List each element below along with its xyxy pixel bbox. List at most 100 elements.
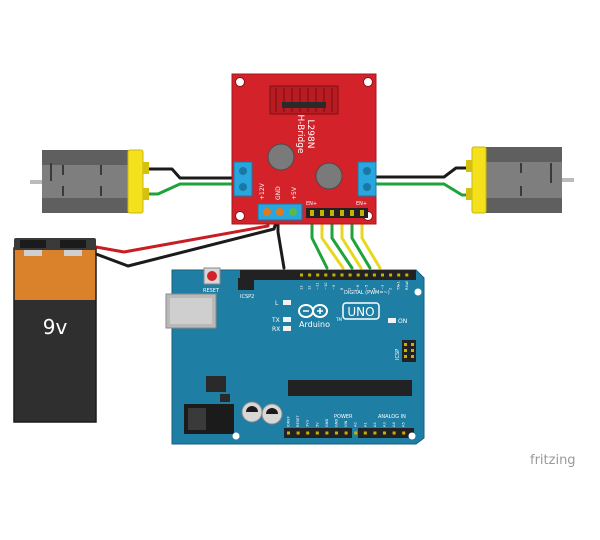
- arduino-digital-pin: [308, 273, 312, 277]
- arduino-bottom-pin-label: GND: [335, 419, 339, 427]
- arduino-icsp2-label: ICSP2: [240, 294, 254, 300]
- control-wire-in4: [350, 216, 372, 270]
- arduino-digital-pin: [364, 273, 368, 277]
- arduino-logo-text: Arduino: [299, 320, 330, 329]
- right-motor-wire-black: [374, 166, 480, 179]
- right-motor-wire-green: [374, 182, 480, 197]
- arduino-bottom-pin-label: VIN: [344, 420, 348, 427]
- arduino-reset-button[interactable]: [203, 267, 221, 285]
- arduino-led-tx: [283, 317, 291, 322]
- arduino-bottom-pin: [315, 431, 319, 435]
- arduino-digital-pin-label: 7: [348, 288, 352, 290]
- left-motor-wire-green: [144, 182, 238, 196]
- driver-chip-label-line1: L298N: [305, 120, 315, 149]
- nine-volt-battery: 9v: [13, 238, 97, 423]
- arduino-digital-pin: [356, 273, 360, 277]
- arduino-digital-pin: [340, 273, 344, 277]
- arduino-icsp2-header: [238, 278, 254, 290]
- arduino-bottom-pin-label: A0: [354, 422, 358, 427]
- arduino-digital-pin-label: 13: [300, 285, 304, 290]
- arduino-digital-pin-label: 2: [389, 288, 393, 290]
- arduino-bottom-pin: [373, 431, 377, 435]
- arduino-led-l-label: L: [275, 300, 279, 307]
- arduino-bottom-pin: [383, 431, 386, 435]
- arduino-digital-pin-label: ~10: [324, 282, 328, 290]
- arduino-digital-label: DIGITAL (PWM=~): [344, 290, 390, 296]
- arduino-bottom-pin-label: 5V: [315, 422, 319, 427]
- arduino-digital-pin: [372, 273, 376, 277]
- arduino-digital-pin-label: ~3: [381, 285, 385, 290]
- control-wire-ena: [310, 216, 329, 270]
- arduino-digital-pin-label: RX◂0: [405, 280, 409, 290]
- arduino-digital-pin-label: 12: [308, 285, 312, 290]
- arduino-led-rx: [283, 326, 291, 331]
- driver-motor-a-terminal: [233, 161, 253, 197]
- arduino-bottom-pin-label: A1: [363, 422, 367, 427]
- arduino-on-label: ON: [398, 318, 407, 325]
- driver-label-gnd: GND: [275, 186, 282, 200]
- control-wire-in2: [330, 216, 354, 270]
- arduino-voltage-regulator: [206, 376, 226, 392]
- arduino-digital-pin: [324, 273, 328, 277]
- arduino-digital-pin: [332, 273, 336, 277]
- arduino-bottom-pin-label: A4: [392, 422, 396, 427]
- control-wire-enb: [360, 216, 382, 270]
- arduino-digital-pin: [348, 273, 352, 277]
- arduino-tm-text: TM: [335, 317, 342, 322]
- driver-chip-label-line2: H-Bridge: [295, 114, 305, 153]
- control-wire-in3: [340, 216, 363, 270]
- arduino-icsp-label: ICSP: [395, 349, 401, 360]
- arduino-bottom-pin: [402, 431, 406, 435]
- l298n-driver-board: L298N H-Bridge +12V GND +5V: [231, 73, 377, 225]
- arduino-bottom-pin-label: IOREF: [287, 416, 291, 427]
- arduino-power-label: POWER: [334, 414, 353, 420]
- driver-label-ena: EN+: [306, 201, 317, 207]
- arduino-logo-icon: [298, 304, 328, 318]
- arduino-digital-pin-label: TX▸1: [397, 281, 401, 291]
- driver-label-enb: EN+: [356, 201, 367, 207]
- driver-label-5v: +5V: [291, 186, 298, 200]
- arduino-microcontroller-chip: [288, 380, 412, 396]
- arduino-analog-label: ANALOG IN: [378, 414, 406, 420]
- fritzing-watermark: fritzing: [530, 453, 576, 468]
- arduino-digital-pin-label: ~6: [356, 284, 360, 290]
- arduino-digital-pin-label: 8: [340, 287, 344, 290]
- arduino-bottom-pin-label: RESET: [296, 415, 300, 427]
- arduino-reset-label: RESET: [203, 288, 220, 294]
- arduino-bottom-pin: [335, 431, 338, 435]
- arduino-digital-pin-label: 4: [372, 287, 376, 290]
- arduino-bottom-pin-label: A3: [383, 422, 387, 427]
- left-dc-motor: [30, 149, 149, 214]
- arduino-bottom-pin: [392, 431, 396, 435]
- arduino-led-l: [283, 300, 291, 305]
- arduino-bottom-pin-label: 3V3: [306, 420, 310, 427]
- driver-power-terminal: [257, 203, 303, 221]
- arduino-bottom-pin: [287, 431, 290, 435]
- arduino-bottom-pin: [325, 431, 329, 435]
- driver-control-header: [306, 208, 368, 218]
- arduino-bottom-pin: [344, 431, 348, 435]
- arduino-bottom-pin-label: A5: [402, 422, 406, 427]
- arduino-led-on: [388, 318, 396, 323]
- arduino-bottom-pin: [363, 431, 367, 435]
- arduino-bottom-pin: [354, 431, 358, 435]
- arduino-uno-badge: [342, 302, 380, 320]
- arduino-bottom-pin-label: A2: [373, 422, 377, 427]
- arduino-digital-pin: [389, 273, 393, 277]
- driver-motor-b-terminal: [357, 161, 377, 197]
- driver-label-12v: +12V: [259, 182, 266, 200]
- battery-label: 9v: [43, 315, 68, 339]
- arduino-digital-pin: [381, 273, 384, 277]
- driver-capacitor-right: [315, 162, 343, 190]
- arduino-digital-pin-label: ~5: [364, 285, 368, 290]
- control-wire-in1: [320, 216, 345, 270]
- arduino-bottom-pin: [306, 431, 310, 435]
- arduino-digital-pin: [405, 273, 409, 277]
- arduino-digital-pin-label: ~11: [316, 282, 320, 290]
- arduino-bottom-pin: [296, 431, 300, 435]
- arduino-digital-pin: [316, 273, 320, 277]
